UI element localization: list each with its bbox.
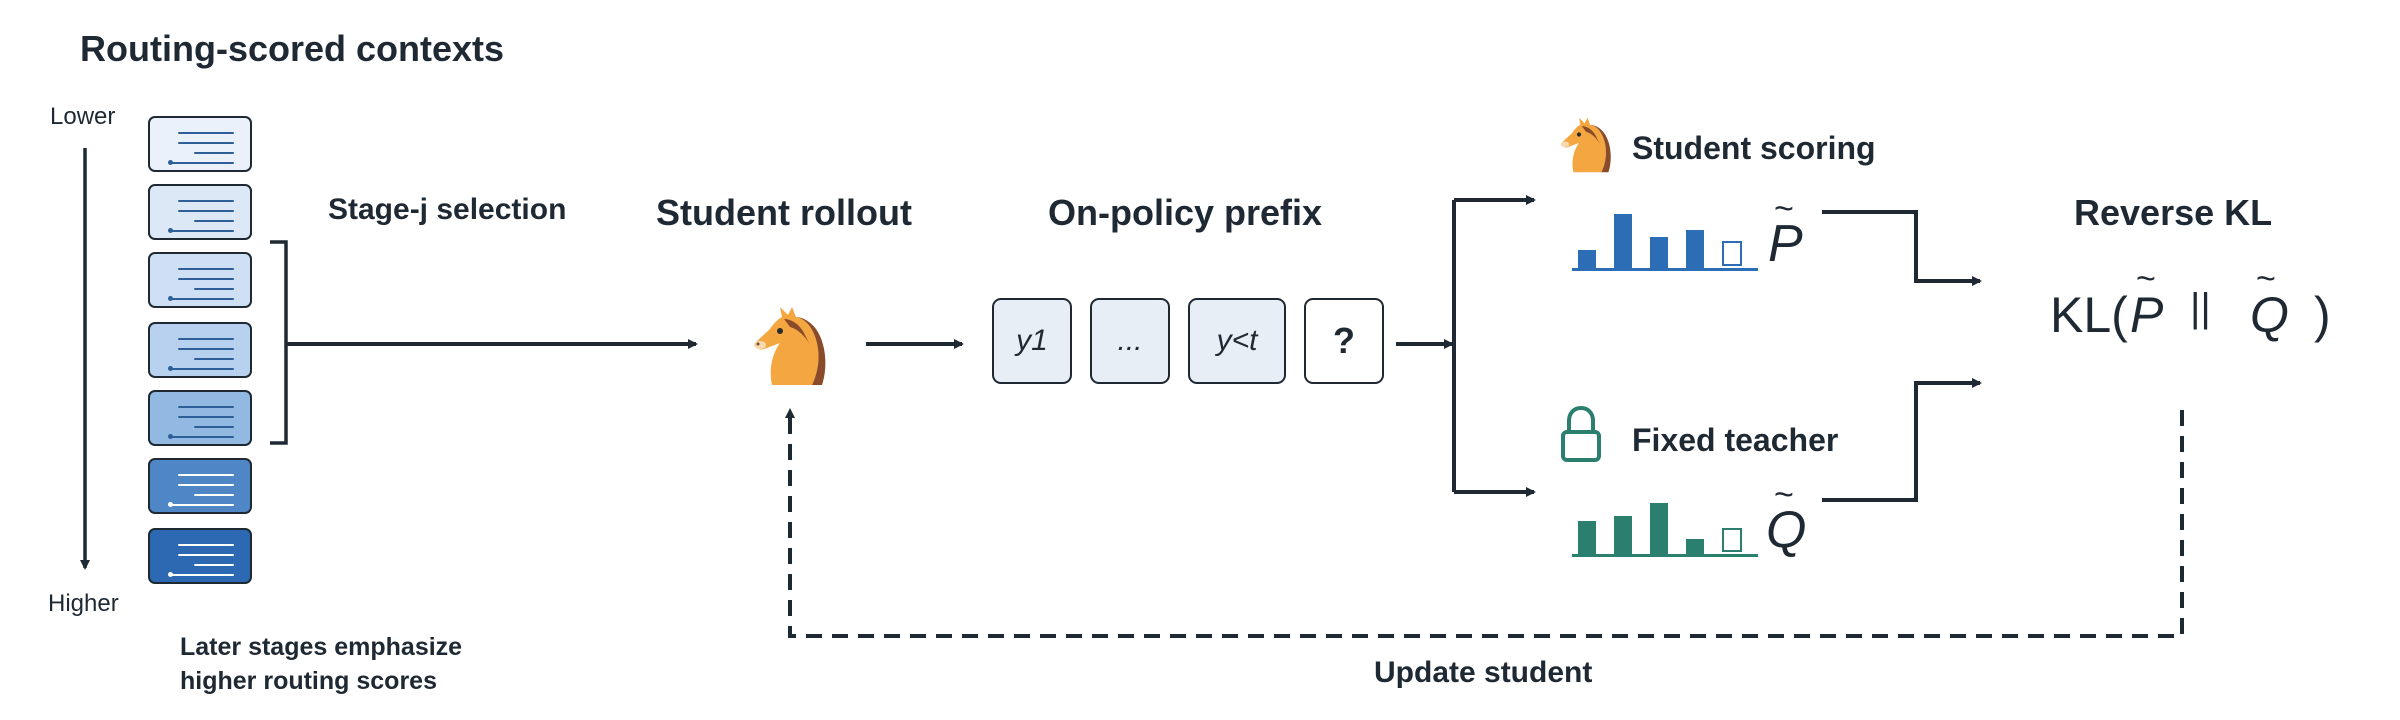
q-symbol: Q [1766,501,1807,559]
context-card-line [178,544,234,546]
update-student-label: Update student [1374,656,1593,689]
stage-footnote: Later stages emphasize higher routing sc… [180,630,462,698]
context-card-line [194,288,234,290]
context-card [148,184,252,240]
axis-lower-label: Lower [50,103,116,130]
context-card-line [178,416,234,418]
teacher-dist-baseline [1572,554,1758,557]
context-card-line [178,142,234,144]
reverse-kl-title: Reverse KL [2074,192,2273,233]
horse-icon [750,305,830,387]
prefix-title: On-policy prefix [1048,192,1323,233]
horse-icon [1558,116,1614,174]
context-card-dot [168,572,173,577]
context-card-line [194,426,234,428]
student-dist-bar [1578,250,1596,268]
student-dist-bar [1614,214,1632,268]
p-to-kl-arrow [1822,210,1982,286]
student-dist-baseline [1572,268,1758,271]
context-card-line [170,574,234,576]
token-y-lt-t: y<t [1188,298,1286,384]
p-tilde: ~ [1774,190,1794,228]
student-scoring-label: Student scoring [1632,130,1876,166]
page-title: Routing-scored contexts [80,28,505,69]
axis-higher-label: Higher [48,590,119,617]
context-card-line [178,554,234,556]
token-query: ? [1304,298,1384,384]
teacher-dist-bar [1686,539,1704,554]
context-card-dot [168,296,173,301]
teacher-dist-bar [1650,503,1668,554]
teacher-dist-bar [1614,516,1632,554]
context-card-dot [168,366,173,371]
q-to-kl-arrow [1822,378,1982,502]
context-card-line [178,474,234,476]
kl-separator: || [2190,286,2211,330]
teacher-dist-bar [1722,528,1742,552]
context-card [148,322,252,378]
context-card-line [194,564,234,566]
footnote-line-1: Later stages emphasize [180,633,463,661]
context-card-dot [168,228,173,233]
context-card [148,390,252,446]
context-card-line [178,338,234,340]
context-card-line [194,494,234,496]
lock-icon [1560,404,1602,464]
kl-q-tilde: ~ [2256,260,2276,298]
token-ellipsis: ... [1090,298,1170,384]
context-card [148,528,252,584]
student-distribution [1572,210,1758,271]
context-card-line [178,278,234,280]
kl-p: P [2130,287,2164,343]
context-card-dot [168,502,173,507]
context-card-line [170,436,234,438]
context-card-line [170,504,234,506]
context-card [148,252,252,308]
context-card-dot [168,434,173,439]
context-card-line [170,368,234,370]
context-card-line [178,268,234,270]
context-card-line [178,484,234,486]
update-feedback-arrow [785,408,2184,638]
context-card-line [170,230,234,232]
context-card-line [178,200,234,202]
context-card [148,116,252,172]
context-card-line [170,298,234,300]
student-rollout-title: Student rollout [656,192,912,233]
student-dist-bar [1722,241,1742,266]
context-card-line [178,348,234,350]
footnote-line-2: higher routing scores [180,667,437,695]
kl-q: Q [2250,287,2289,343]
context-card-line [194,220,234,222]
student-dist-bar [1650,237,1668,268]
kl-p-tilde: ~ [2136,260,2156,298]
token-y1: y1 [992,298,1072,384]
teacher-dist-bar [1578,521,1596,554]
fixed-teacher-label: Fixed teacher [1632,422,1839,458]
teacher-distribution [1572,496,1758,557]
context-card-line [178,132,234,134]
context-card [148,458,252,514]
student-dist-bar [1686,230,1704,268]
selection-bracket [270,240,288,445]
kl-prefix: KL( [2050,287,2128,343]
context-card-line [194,358,234,360]
context-card-dot [168,160,173,165]
context-card-line [178,406,234,408]
kl-close: ) [2314,287,2331,343]
q-tilde: ~ [1774,476,1794,514]
context-card-line [194,152,234,154]
context-card-line [170,162,234,164]
stage-selection-label: Stage-j selection [328,193,567,226]
p-symbol: P [1768,215,1803,273]
context-card-line [178,210,234,212]
